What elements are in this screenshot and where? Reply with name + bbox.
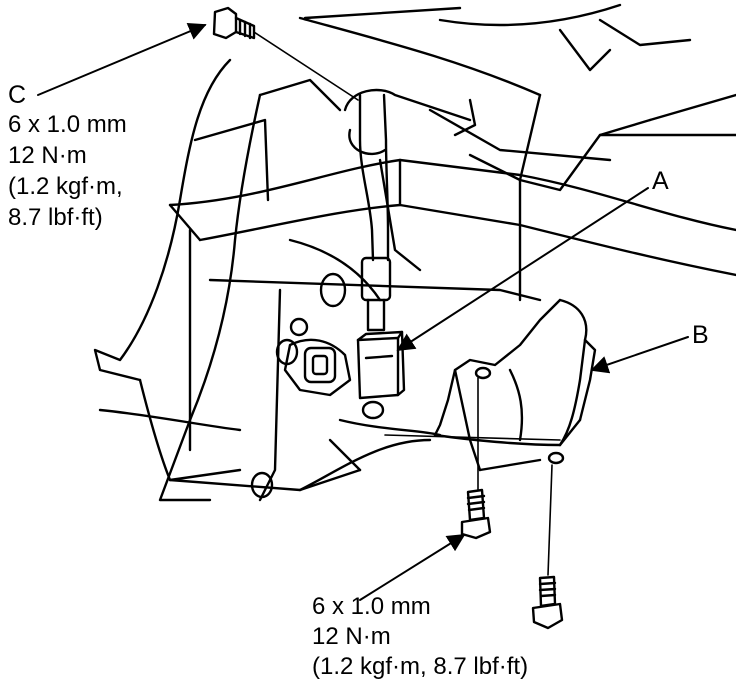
lower-bolt-1 (460, 488, 492, 540)
lower-bolts-spec-line-3: (1.2 kgf·m, 8.7 lbf·ft) (312, 653, 529, 680)
leader-c (37, 22, 207, 96)
upper-frame-outline (298, 3, 736, 302)
leader-b (590, 336, 689, 374)
leader-lower-bolt (359, 534, 466, 601)
lower-bolts-spec-line-1: 6 x 1.0 mm (312, 593, 431, 620)
callout-c-spec-line-3: (1.2 kgf·m, (8, 173, 123, 200)
splash-shield-b (433, 298, 597, 472)
leader-arrows (37, 22, 689, 601)
lower-bolt-2 (531, 575, 564, 630)
bolt-c (212, 6, 256, 40)
callout-c-spec-line-1: 6 x 1.0 mm (8, 111, 127, 138)
connector-a (356, 330, 406, 400)
lower-body-lines (328, 418, 542, 472)
callout-c-letter: C (8, 81, 27, 109)
lower-bolts-spec-line-2: 12 N·m (312, 623, 391, 650)
wiring-harness (343, 88, 477, 332)
housing-connector (303, 346, 337, 384)
callout-b-letter: B (692, 321, 709, 349)
callout-a-letter: A (652, 167, 669, 195)
callout-c-spec-line-4: 8.7 lbf·ft) (8, 204, 103, 231)
callout-c-spec-line-2: 12 N·m (8, 142, 87, 169)
subframe-beam (168, 158, 736, 302)
mounting-bosses (250, 272, 385, 499)
transmission-housing (93, 58, 432, 502)
alignment-guides (253, 31, 561, 576)
leader-a (396, 187, 649, 351)
